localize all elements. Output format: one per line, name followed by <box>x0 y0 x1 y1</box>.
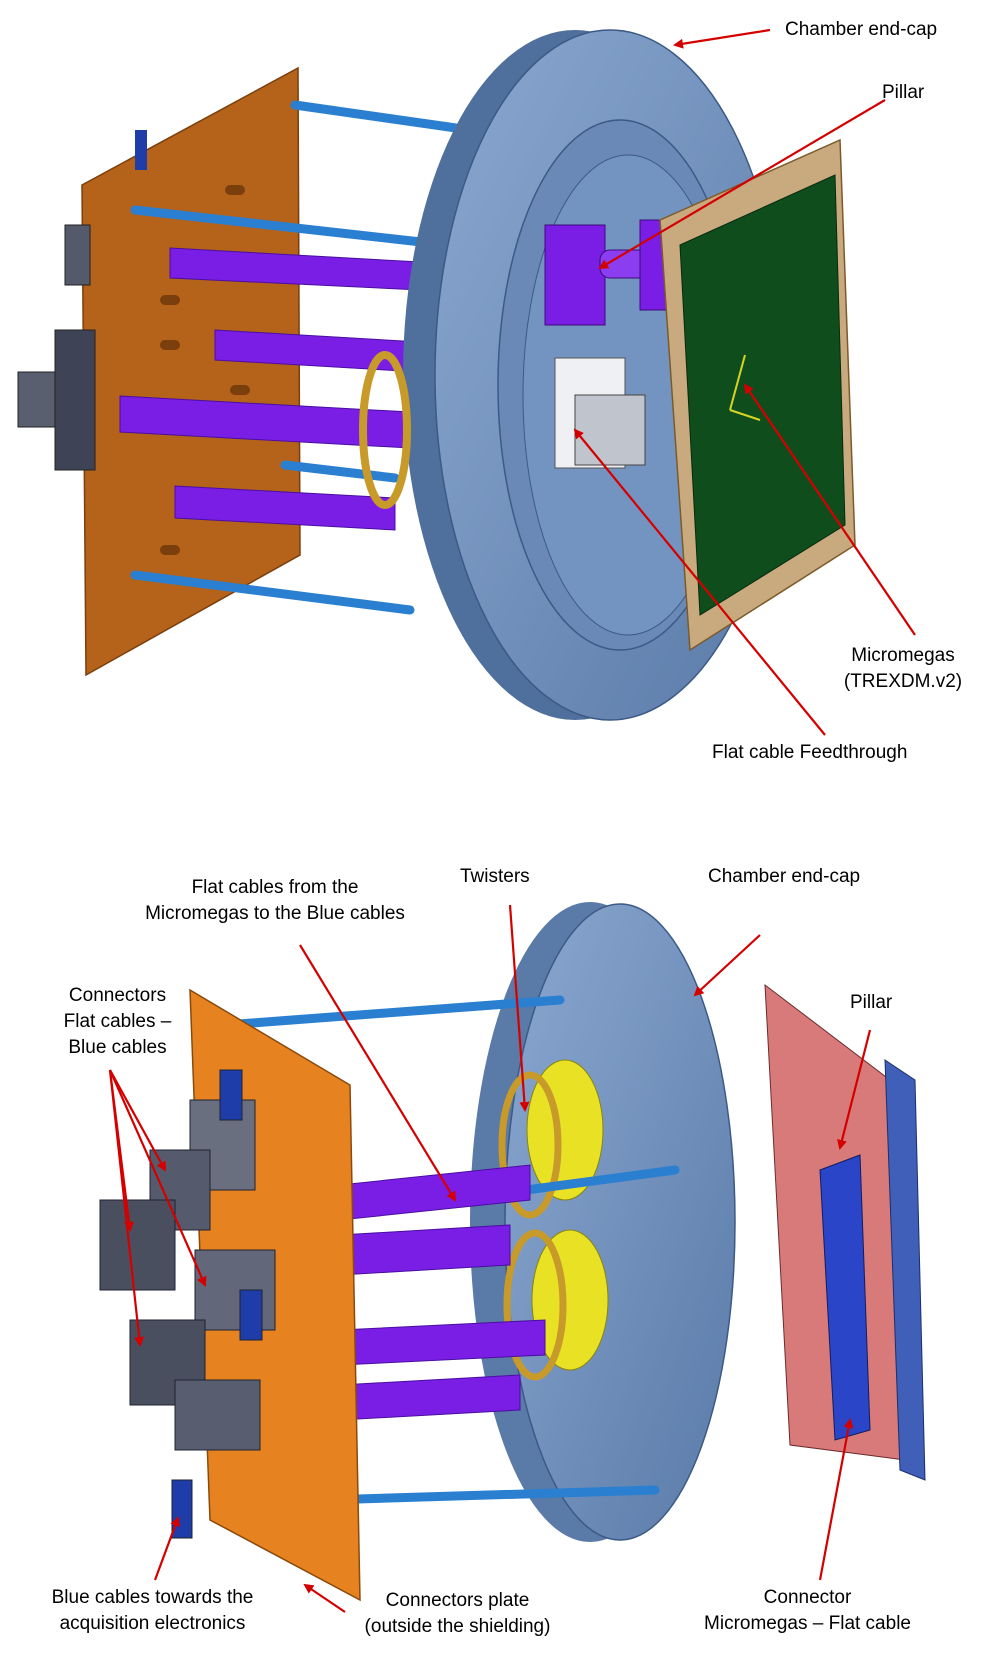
bottom-view <box>99 902 926 1613</box>
top-twister-ring <box>359 351 411 509</box>
label-bottom-blue-cables-line1: Blue cables towards the <box>51 1587 254 1608</box>
top-connector-blocks <box>17 130 147 471</box>
bottom-micromegas-side <box>764 983 926 1481</box>
bottom-flat-cables <box>339 1164 546 1421</box>
label-top-pillar: Pillar <box>882 82 925 103</box>
label-bottom-chamber-endcap: Chamber end-cap <box>708 866 861 887</box>
top-view <box>17 28 916 736</box>
label-bottom-connector-line2: Micromegas – Flat cable <box>704 1613 911 1634</box>
label-bottom-flat-cables-line1: Flat cables from the <box>191 877 359 898</box>
top-rods <box>130 100 475 615</box>
label-bottom-flat-cables-line2: Micromegas to the Blue cables <box>145 903 405 924</box>
label-bottom-connectors-plate-line1: Connectors plate <box>385 1590 530 1611</box>
bottom-annotation-arrows <box>108 904 872 1613</box>
label-bottom-connectors-plate-line2: (outside the shielding) <box>364 1616 551 1637</box>
label-bottom-connectors-line3: Blue cables <box>68 1037 167 1058</box>
top-micromegas-detector <box>659 138 856 652</box>
label-top-micromegas-line2: (TREXDM.v2) <box>843 671 963 692</box>
top-plate-slots <box>160 185 250 555</box>
label-top-micromegas: Micromegas (TREXDM.v2) <box>838 643 968 695</box>
label-bottom-connectors-line1: Connectors <box>68 985 167 1006</box>
label-top-micromegas-line1: Micromegas <box>851 645 955 666</box>
top-annotation-arrows <box>573 28 916 736</box>
label-top-chamber-endcap: Chamber end-cap <box>785 19 938 40</box>
label-bottom-connectors-line2: Flat cables – <box>63 1011 172 1032</box>
label-bottom-connectors: Connectors Flat cables – Blue cables <box>35 983 200 1061</box>
label-bottom-connectors-plate: Connectors plate (outside the shielding) <box>345 1588 570 1640</box>
label-bottom-connector: Connector Micromegas – Flat cable <box>690 1585 925 1637</box>
label-bottom-blue-cables-line2: acquisition electronics <box>59 1613 246 1634</box>
bottom-chamber-endcap <box>470 902 736 1542</box>
bottom-twisters <box>498 1059 609 1381</box>
top-flat-cables <box>119 247 421 531</box>
label-bottom-pillar: Pillar <box>850 992 893 1013</box>
label-top-feedthrough: Flat cable Feedthrough <box>712 742 908 763</box>
label-bottom-twisters: Twisters <box>460 866 530 887</box>
top-feedthrough <box>554 357 646 469</box>
bottom-connector-blocks <box>99 1069 276 1539</box>
label-bottom-flat-cables: Flat cables from the Micromegas to the B… <box>110 875 440 927</box>
label-bottom-blue-cables: Blue cables towards the acquisition elec… <box>30 1585 275 1637</box>
label-bottom-connector-line1: Connector <box>763 1587 852 1608</box>
